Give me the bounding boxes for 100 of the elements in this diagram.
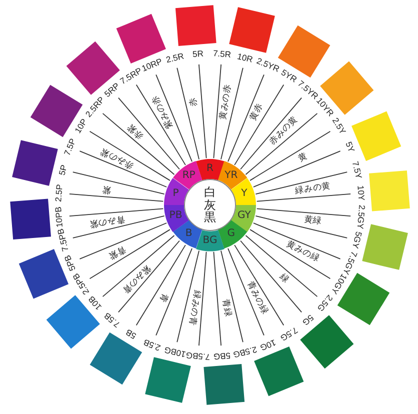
color-name: 黄みの緑 bbox=[284, 240, 321, 264]
leader-line bbox=[136, 84, 186, 166]
leader-line bbox=[72, 216, 165, 238]
hue-code: GY bbox=[238, 211, 251, 222]
hue-label: 5BG bbox=[213, 350, 231, 360]
hue-label: 2.5GY bbox=[355, 204, 366, 230]
color-name: 赤みの紫 bbox=[99, 146, 136, 170]
hue-code: RP bbox=[182, 170, 196, 181]
hue-label: 2.5BG bbox=[232, 344, 258, 359]
hue-code: P bbox=[172, 188, 179, 199]
color-name: 青緑 bbox=[220, 298, 232, 318]
hue-label: 2.5YR bbox=[255, 57, 280, 74]
color-name: 緑みの青 bbox=[186, 289, 201, 326]
color-name: 黄みの赤 bbox=[219, 84, 234, 121]
leader-line bbox=[252, 150, 341, 188]
leader-line bbox=[118, 97, 180, 170]
hue-label: 2.5R bbox=[165, 52, 184, 64]
leader-line bbox=[220, 67, 244, 160]
color-name: 紫 bbox=[102, 184, 112, 194]
leader-line bbox=[252, 222, 341, 260]
hue-label: 5YR bbox=[280, 68, 298, 84]
leader-line bbox=[176, 67, 200, 160]
color-name: 黄 bbox=[296, 152, 309, 164]
hue-label: 7.5GY bbox=[340, 250, 358, 276]
leader-line bbox=[136, 244, 186, 326]
hue-code: BG bbox=[202, 236, 218, 246]
ring-segment bbox=[164, 178, 189, 205]
hue-label: 5GY bbox=[350, 230, 363, 250]
hue-label: 7.5Y bbox=[350, 160, 363, 180]
hue-label: 2.5P bbox=[54, 184, 64, 202]
leader-line bbox=[176, 250, 200, 343]
hue-label: 5RP bbox=[102, 82, 121, 99]
hue-label: 10PB bbox=[54, 206, 64, 228]
hue-code: B bbox=[185, 229, 192, 240]
leader-line bbox=[234, 84, 284, 166]
leader-line bbox=[89, 229, 170, 280]
ring-segment bbox=[196, 159, 224, 180]
leader-line bbox=[255, 172, 348, 194]
color-name: 緑みの黄 bbox=[294, 182, 332, 196]
leader-line bbox=[79, 222, 168, 260]
hue-label: 5PB bbox=[63, 254, 78, 272]
leader-line bbox=[256, 208, 352, 216]
leader-line bbox=[156, 74, 192, 162]
center-text: 白灰黒 bbox=[204, 186, 216, 224]
leader-line bbox=[240, 240, 302, 313]
hue-label: 5R bbox=[192, 50, 204, 60]
hue-label: 7.5G bbox=[278, 325, 299, 342]
color-name: 青みの緑 bbox=[245, 280, 270, 316]
hue-label: 5P bbox=[58, 164, 69, 176]
hue-code: YR bbox=[224, 170, 238, 181]
hue-label: 10RP bbox=[140, 58, 164, 74]
color-name: 紫みの赤 bbox=[150, 94, 175, 130]
hue-label: 5G bbox=[301, 312, 316, 327]
hue-label: 7.5BG bbox=[186, 350, 210, 361]
color-name: 青みの紫 bbox=[88, 214, 126, 228]
color-name: 黄緑 bbox=[303, 216, 322, 227]
hue-code: Y bbox=[241, 188, 248, 199]
leader-line bbox=[234, 244, 284, 326]
color-name: 青 bbox=[156, 292, 169, 304]
leader-line bbox=[102, 112, 175, 175]
hue-label: 10BG bbox=[163, 345, 186, 358]
hue-label: 10G bbox=[258, 338, 277, 352]
leader-line bbox=[250, 130, 331, 181]
hue-code: R bbox=[206, 164, 214, 174]
hue-code: G bbox=[227, 229, 236, 240]
hue-label: 10B bbox=[87, 294, 104, 312]
leader-line bbox=[245, 235, 318, 298]
leader-line bbox=[118, 240, 180, 313]
leader-line bbox=[68, 208, 164, 216]
leader-line bbox=[89, 130, 170, 181]
hue-label: 7.5P bbox=[63, 138, 78, 157]
hue-code: PB bbox=[169, 211, 182, 222]
leader-line bbox=[228, 248, 264, 336]
leader-line bbox=[213, 64, 222, 159]
color-name: 赤 bbox=[188, 97, 199, 108]
color-name: 赤みの黄 bbox=[268, 116, 300, 148]
color-name: 青紫 bbox=[107, 244, 128, 260]
leader-line bbox=[245, 112, 318, 175]
color-name: 緑 bbox=[277, 272, 290, 285]
leader-line bbox=[79, 150, 168, 188]
hue-label: 10Y bbox=[356, 185, 366, 202]
leader-line bbox=[102, 235, 175, 298]
leader-line bbox=[256, 194, 352, 202]
leader-line bbox=[198, 251, 207, 346]
ring-segment bbox=[218, 220, 248, 249]
leader-line bbox=[213, 251, 222, 346]
hue-label: 7.5R bbox=[212, 50, 232, 60]
color-name: 黄赤 bbox=[249, 102, 266, 122]
leader-line bbox=[255, 216, 348, 238]
hue-label: 5Y bbox=[344, 140, 356, 154]
leader-line bbox=[68, 194, 164, 202]
color-name: 赤紫 bbox=[127, 122, 146, 141]
ring-segment bbox=[231, 178, 256, 205]
color-name: 紫みの青 bbox=[120, 262, 152, 294]
leader-line bbox=[220, 250, 244, 343]
leader-line bbox=[72, 172, 165, 194]
hue-label: 7.5PB bbox=[56, 228, 70, 252]
hue-label: 2.5B bbox=[142, 337, 162, 352]
ring-segment bbox=[172, 220, 202, 249]
leader-line bbox=[240, 97, 302, 170]
